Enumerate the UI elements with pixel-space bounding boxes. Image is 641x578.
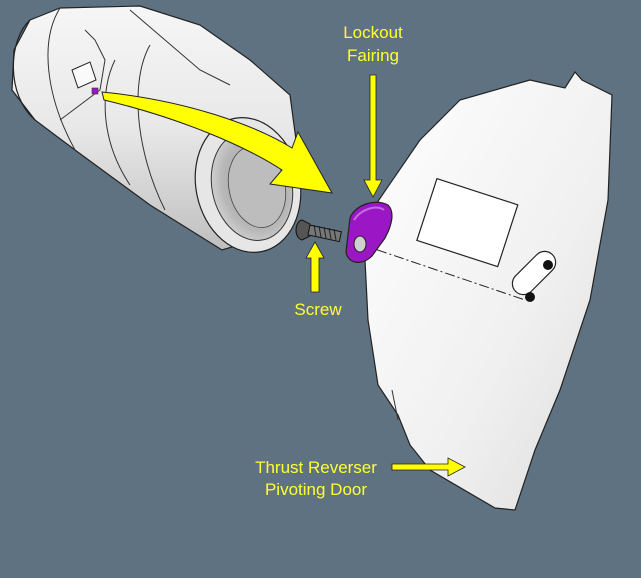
alignment-centerline — [359, 243, 526, 301]
screw-leader-arrow — [305, 241, 325, 293]
screw-threads — [313, 224, 337, 241]
door-label-line1: Thrust Reverser — [255, 458, 377, 477]
door-cutout-window — [416, 177, 519, 268]
fairing-highlight — [353, 206, 385, 221]
fairing-screw-slot — [353, 235, 367, 253]
lockout-label-line2: Fairing — [347, 46, 399, 65]
lockout-fairing — [345, 201, 393, 263]
nacelle-panel-line-3 — [104, 59, 131, 186]
nacelle-panel-line-2 — [59, 29, 106, 121]
door-panel — [364, 70, 613, 511]
nacelle-access-panel — [71, 61, 97, 89]
door-left-edge — [391, 389, 399, 421]
door-slot-hole-upper — [543, 260, 553, 270]
screw-label: Screw — [294, 300, 342, 319]
door-slot-hole-lower — [525, 292, 535, 302]
nacelle-inlet-lip — [12, 19, 36, 121]
installation-arrow — [101, 91, 333, 194]
door-label-line2: Pivoting Door — [265, 480, 367, 499]
nacelle-panel-line-1 — [47, 7, 76, 151]
lockout-fairing-leader-arrow — [363, 74, 383, 198]
lockout-label-line1: Lockout — [343, 23, 403, 42]
nacelle-panel-line-4 — [137, 44, 166, 211]
door-leader-arrow — [391, 457, 466, 477]
engine-nacelle — [11, 5, 302, 253]
nacelle-panel-line-5 — [129, 9, 231, 86]
screw-head — [295, 219, 311, 241]
nacelle-fairing-location-mark — [91, 87, 99, 95]
thrust-reverser-door — [364, 70, 613, 511]
screw — [295, 219, 342, 243]
